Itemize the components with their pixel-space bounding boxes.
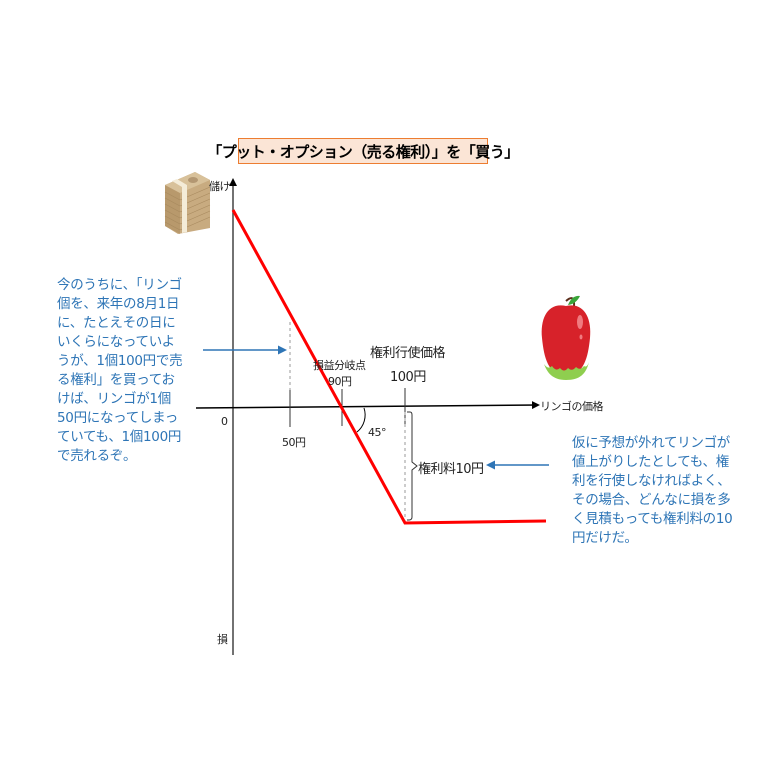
x-axis-label: リンゴの価格	[540, 400, 604, 413]
x-axis	[195, 401, 540, 410]
breakeven-value: 90円	[328, 375, 352, 388]
premium-bracket	[407, 411, 418, 521]
price-50-label: 50円	[282, 436, 306, 449]
right-explanation-note: 仮に予想が外れてリンゴが値上がりしたとしても、権利を行使しなければよく、その場合…	[572, 435, 733, 546]
apple-icon	[541, 295, 591, 380]
premium-label: 権利料10円	[418, 462, 484, 477]
left-explanation-note: 今のうちに、「リンゴ個を、来年の8月1日に、たとえその日にいくらになっていようが…	[57, 277, 183, 464]
angle-label: 45°	[368, 426, 387, 439]
strike-price-title: 権利行使価格	[370, 346, 446, 361]
strike-price-value: 100円	[390, 370, 426, 385]
chart-title: 「プット・オプション（売る権利）」を「買う」	[207, 138, 519, 164]
angle-arc	[356, 407, 366, 433]
money-stack-icon	[164, 172, 211, 234]
payoff-line	[231, 209, 547, 525]
y-axis-top-label: 儲け	[209, 180, 231, 193]
y-axis-bottom-label: 損	[217, 633, 228, 646]
breakeven-title: 損益分岐点	[313, 359, 366, 372]
origin-label: 0	[221, 415, 228, 428]
